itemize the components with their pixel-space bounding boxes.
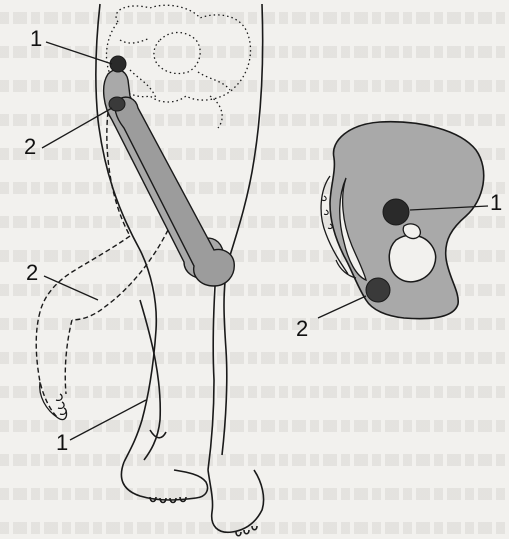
femoral-head — [110, 56, 126, 72]
pelvis-femoral-head-marker — [383, 199, 409, 225]
label-ghost-limb: 2 — [26, 262, 38, 284]
label-pelvis-socket: 2 — [296, 318, 308, 340]
label-femoral-head-left: 1 — [30, 28, 42, 50]
ghost-foot — [40, 382, 67, 420]
label-lower-leg: 1 — [56, 432, 68, 454]
pelvis-acetabulum-marker — [366, 278, 390, 302]
label-pelvis-head: 1 — [490, 192, 502, 214]
label-acetabulum-left: 2 — [24, 136, 36, 158]
